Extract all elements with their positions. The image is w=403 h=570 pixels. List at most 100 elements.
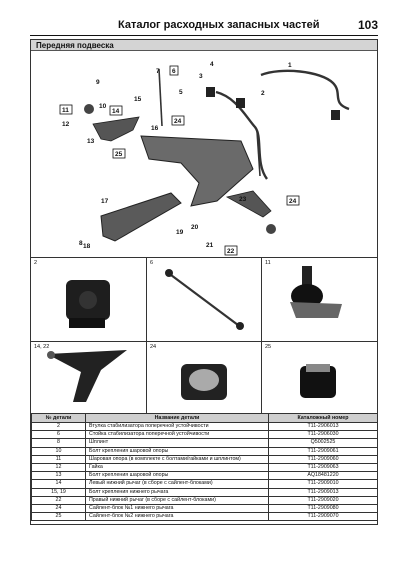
cell-part-number: 6 [31,430,86,440]
cell-part-number: 10 [31,446,86,456]
callout-7: 7 [156,68,160,75]
cell-catalog-number: T11-2909010 [268,479,378,489]
callout-5: 5 [179,89,183,96]
cell-catalog-number: T11-2909080 [268,503,378,514]
page-title: Каталог расходных запасных частей [118,19,320,31]
cell-part-number: 14 [31,479,86,489]
stabilizer-link-image [165,269,244,330]
detail-cell-label: 11 [265,260,271,266]
detail-cell-label: 24 [150,344,157,350]
stabilizer-link-drawing [158,68,163,127]
callout-4: 4 [210,61,214,68]
cell-part-number: 15, 19 [31,487,86,497]
callout-24: 24 [174,118,182,125]
cell-part-name: Левый нижний рычаг (в сборе с сайлент-бл… [85,479,269,489]
silent-block-2-image [300,364,336,398]
callout-15: 15 [134,96,142,103]
cell-catalog-number: AQ18481220 [268,471,378,481]
callout-14: 14 [112,108,120,115]
bushing-drawing [236,98,245,108]
cell-part-number: 11 [31,454,86,464]
callout-17: 17 [101,198,109,205]
callout-20: 20 [191,224,199,231]
callout-21: 21 [206,242,214,249]
detail-cell: 2 [31,258,147,342]
callout-25: 25 [115,151,123,158]
column-header-catalog-number: Каталожный номер [268,413,378,423]
cell-part-name: Шплинт [85,438,269,448]
detail-cell: 14, 22 [31,342,147,414]
callout-11: 11 [62,107,69,114]
cell-catalog-number: T11-2906013 [268,421,378,432]
cell-part-name: Болт крепления шаровой опоры [85,446,269,456]
callout-12: 12 [62,121,70,128]
page-header: Каталог расходных запасных частей 103 [30,18,378,36]
page-number: 103 [357,18,378,32]
column-header-part-number: № детали [31,413,86,423]
callout-9: 9 [96,79,100,86]
cell-catalog-number: T11-2909020 [268,495,378,505]
silent-block-1-image [181,364,227,400]
cell-catalog-number: T11-2909070 [268,512,378,522]
subframe-drawing [100,192,182,242]
callout-24-b: 24 [289,198,297,205]
callout-2: 2 [261,90,265,97]
detail-cell-label: 2 [34,260,38,266]
bushing-image [66,280,110,328]
ball-joint-image [290,266,342,318]
cell-part-number: 12 [31,462,86,473]
cell-part-name: Сайлент-блок №1 нижнего рычага [85,503,269,514]
stabilizer-link-drawing [256,130,261,177]
cell-part-name: Шаровая опора (в комплекте с болтами/гай… [85,454,269,464]
section-bar: Передняя подвеска [31,40,377,51]
section-title: Передняя подвеска [36,41,114,50]
bushing-drawing [206,87,215,97]
callout-16: 16 [151,125,159,132]
cell-part-number: 2 [31,421,86,432]
callout-13: 13 [87,138,95,145]
detail-cell-label: 14, 22 [34,344,50,350]
subframe-drawing [140,135,254,207]
stabilizer-bar-drawing [215,69,350,180]
callout-10: 10 [99,103,107,110]
callout-3: 3 [199,73,203,80]
callout-22: 22 [227,248,235,255]
lower-arm-image [47,350,127,402]
table-header-row: № детали Название детали Каталожный номе… [31,413,378,423]
detail-cell-label: 25 [265,344,272,350]
cell-part-name: Болт крепления шаровой опоры [85,471,269,481]
cell-part-name: Стойка стабилизатора поперечной устойчив… [85,430,269,440]
cell-catalog-number: T11-2909063 [268,462,378,473]
cell-catalog-number: T11-2909013 [268,487,378,497]
suspension-diagram: 1 2 3 4 5 6 7 8 9 10 11 12 13 14 15 16 1… [59,61,350,256]
callout-19: 19 [176,229,184,236]
cell-catalog-number: T11-2909060 [268,454,378,464]
callout-18: 18 [83,243,91,250]
callout-8: 8 [79,240,83,247]
callout-1: 1 [288,62,292,69]
cell-part-name: Правый нижний рычаг (в сборе с сайлент-б… [85,495,269,505]
detail-cell: 6 [147,258,262,342]
callout-6: 6 [172,68,176,75]
catalog-frame: Передняя подвеска 1 2 3 4 5 6 7 8 9 10 1… [30,39,378,525]
cell-part-name: Втулка стабилизатора поперечной устойчив… [85,421,269,432]
cell-part-name: Сайлент-блок №2 нижнего рычага [85,512,269,522]
detail-cell: 24 [147,342,262,414]
detail-cell: 25 [262,342,377,414]
callout-23: 23 [239,196,247,203]
left-lower-arm-drawing [92,116,140,142]
cell-part-number: 13 [31,471,86,481]
detail-grid: 2 6 11 14, 22 [31,257,377,414]
cell-part-number: 24 [31,503,86,514]
